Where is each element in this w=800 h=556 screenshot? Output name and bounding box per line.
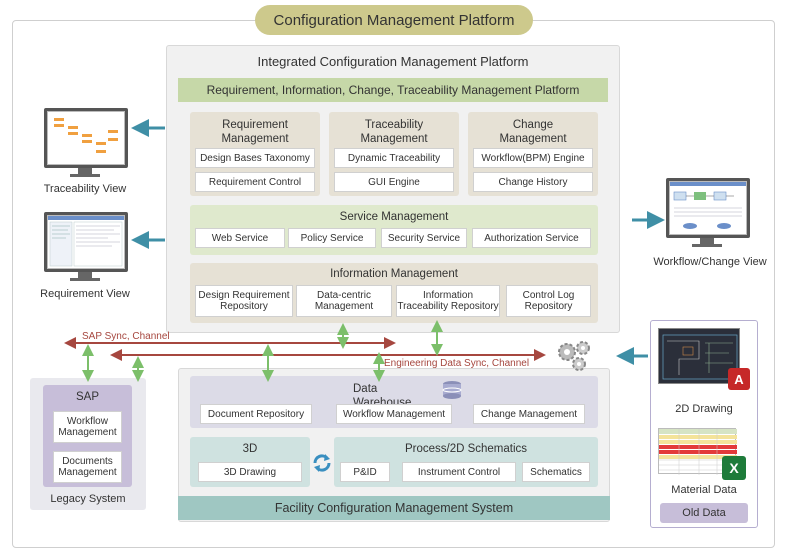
- workflow-bpm-engine: Workflow(BPM) Engine: [473, 148, 593, 168]
- management-platform-bar: Requirement, Information, Change, Tracea…: [178, 78, 608, 102]
- workflow-diagram-icon: [670, 182, 746, 229]
- gui-engine: GUI Engine: [334, 172, 454, 192]
- document-list-icon: [48, 216, 124, 267]
- authorization-service: Authorization Service: [472, 228, 591, 248]
- traceability-view-monitor: [44, 108, 128, 168]
- old-data-label: Old Data: [660, 503, 748, 523]
- requirement-management-box: Requirement Management Design Bases Taxo…: [190, 112, 320, 196]
- spreadsheet-icon: [659, 429, 737, 475]
- document-repository: Document Repository: [200, 404, 312, 424]
- monitor-stand: [78, 272, 92, 278]
- 2d-drawing-label: 2D Drawing: [675, 403, 733, 415]
- integrated-platform-title: Integrated Configuration Management Plat…: [257, 53, 529, 69]
- change-management-title: Change Management: [499, 119, 567, 145]
- process-schematics-box: Process/2D Schematics P&ID Instrument Co…: [334, 437, 598, 487]
- design-requirement-repository: Design Requirement Repository: [195, 285, 293, 317]
- monitor-base: [70, 278, 100, 281]
- sap-title: SAP: [75, 391, 99, 403]
- sap-workflow-management: Workflow Management: [53, 411, 122, 443]
- material-data-label: Material Data: [671, 484, 737, 496]
- data-warehouse-box: Data Warehouse Document Repository Workf…: [190, 376, 598, 428]
- traceability-screen: [47, 111, 125, 165]
- process-schematics-title: Process/2D Schematics: [404, 443, 528, 455]
- legacy-system-label: Legacy System: [50, 493, 126, 505]
- sap-box: SAP Workflow Management Documents Manage…: [43, 385, 132, 487]
- service-management-title: Service Management: [339, 211, 449, 223]
- workflow-screen: [669, 181, 747, 235]
- traceability-management-box: Traceability Management Dynamic Traceabi…: [329, 112, 459, 196]
- security-service: Security Service: [381, 228, 467, 248]
- instrument-control: Instrument Control: [402, 462, 516, 482]
- requirement-management-title: Requirement Management: [221, 119, 289, 145]
- three-d-box: 3D 3D Drawing: [190, 437, 310, 487]
- sap-documents-management: Documents Management: [53, 451, 122, 483]
- three-d-title: 3D: [242, 443, 258, 455]
- information-management-title: Information Management: [330, 268, 458, 280]
- engineering-sync-label: Engineering Data Sync, Channel: [384, 358, 530, 369]
- requirement-view-label: Requirement View: [40, 288, 130, 300]
- sap-sync-label: SAP Sync, Channel: [82, 331, 170, 342]
- sync-icon: [313, 454, 331, 472]
- gears-icon: [558, 341, 590, 371]
- policy-service: Policy Service: [288, 228, 376, 248]
- monitor-base: [70, 174, 100, 177]
- information-management-box: Information Management Design Requiremen…: [190, 263, 598, 323]
- excel-icon: X: [722, 456, 746, 480]
- change-management-box: Change Management Workflow(BPM) Engine C…: [468, 112, 598, 196]
- cad-drawing-icon: [662, 334, 738, 380]
- requirement-view-monitor: [44, 212, 128, 272]
- monitor-stand: [78, 168, 92, 174]
- requirement-control: Requirement Control: [195, 172, 315, 192]
- workflow-view-monitor: [666, 178, 750, 238]
- web-service: Web Service: [195, 228, 285, 248]
- autocad-icon: A: [728, 368, 750, 390]
- pid-item: P&ID: [340, 462, 390, 482]
- control-log-repository: Control Log Repository: [506, 285, 591, 317]
- design-bases-taxonomy: Design Bases Taxonomy: [195, 148, 315, 168]
- traceability-management-title: Traceability Management: [360, 119, 428, 145]
- facility-title-bar: Facility Configuration Management System: [178, 496, 610, 520]
- 2d-drawing-thumbnail: [658, 328, 740, 384]
- requirement-screen: [47, 215, 125, 269]
- tree-diagram-icon: [54, 118, 118, 153]
- platform-title: Configuration Management Platform: [255, 5, 533, 35]
- workflow-change-view-label: Workflow/Change View: [653, 256, 767, 268]
- data-centric-management: Data-centric Management: [296, 285, 392, 317]
- workflow-management-dw: Workflow Management: [336, 404, 452, 424]
- change-history: Change History: [473, 172, 593, 192]
- monitor-base: [692, 244, 722, 247]
- three-d-drawing: 3D Drawing: [198, 462, 302, 482]
- schematics-item: Schematics: [522, 462, 590, 482]
- service-management-box: Service Management Web Service Policy Se…: [190, 205, 598, 255]
- monitor-stand: [700, 238, 714, 244]
- dynamic-traceability: Dynamic Traceability: [334, 148, 454, 168]
- information-traceability-repository: Information Traceability Repository: [396, 285, 500, 317]
- database-icon: [442, 381, 462, 399]
- traceability-view-label: Traceability View: [43, 183, 127, 195]
- change-management-dw: Change Management: [473, 404, 585, 424]
